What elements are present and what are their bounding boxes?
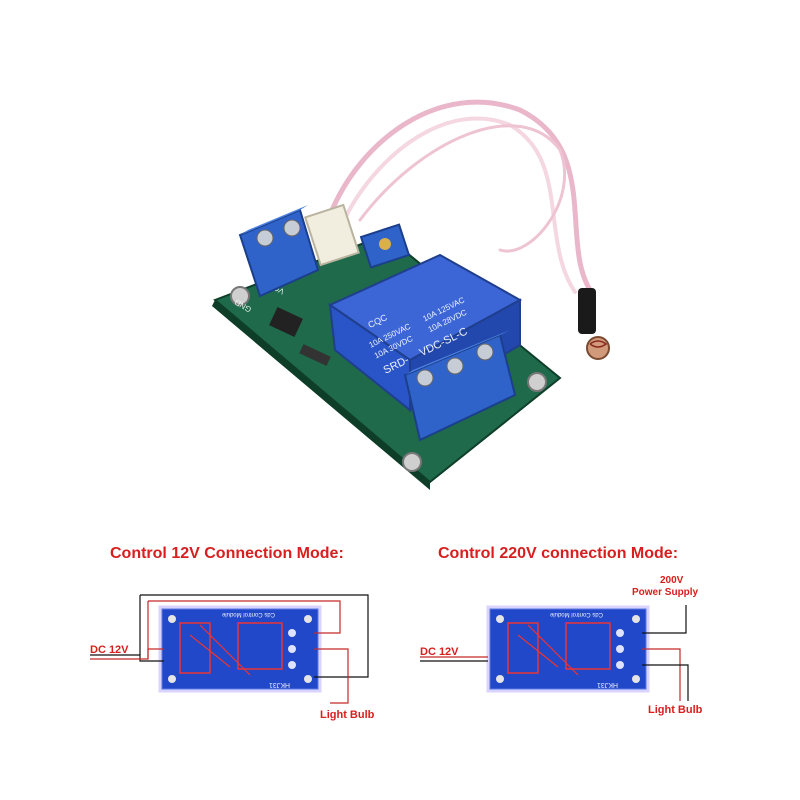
heading-12v-mode: Control 12V Connection Mode: <box>110 545 344 562</box>
heading-220v-mode: Control 220V connection Mode: <box>438 545 679 562</box>
mounting-hole <box>527 372 547 392</box>
board-text-top: Cds Control Module <box>221 611 275 617</box>
input-terminal-block <box>238 205 320 298</box>
sensor-connector <box>303 203 361 267</box>
wires <box>420 605 689 701</box>
product-photo: VCC GND CQC 10A 250VAC 10A 30VDC 10A 125… <box>212 99 610 490</box>
supply-voltage-label: 200V <box>660 575 684 586</box>
wiring-diagram-12v: Cds Control Module HKJ31 DC 12V Light Bu… <box>90 594 375 721</box>
ic-chip <box>269 307 303 337</box>
board-text-bottom: HKJ31 <box>269 681 290 688</box>
module-board: Cds Control Module HKJ31 <box>486 605 650 693</box>
dc-12v-label: DC 12V <box>90 644 129 656</box>
power-supply-label: Power Supply <box>632 587 699 598</box>
wires <box>90 594 369 704</box>
board-text-bottom: HKJ31 <box>597 681 618 688</box>
dc-12v-label: DC 12V <box>420 646 459 658</box>
sensor-wire <box>327 99 593 294</box>
wiring-diagram-220v: Cds Control Module HKJ31 DC 12V 200V Pow… <box>420 575 703 716</box>
light-bulb-label: Light Bulb <box>648 704 703 716</box>
board-text-top: Cds Control Module <box>549 611 603 617</box>
potentiometer <box>359 223 411 269</box>
module-board: Cds Control Module HKJ31 <box>158 605 322 693</box>
mounting-hole <box>230 286 250 306</box>
mounting-hole <box>402 452 422 472</box>
light-bulb-label: Light Bulb <box>320 709 375 721</box>
output-terminal-block <box>403 330 517 442</box>
photoresistor <box>578 288 610 360</box>
